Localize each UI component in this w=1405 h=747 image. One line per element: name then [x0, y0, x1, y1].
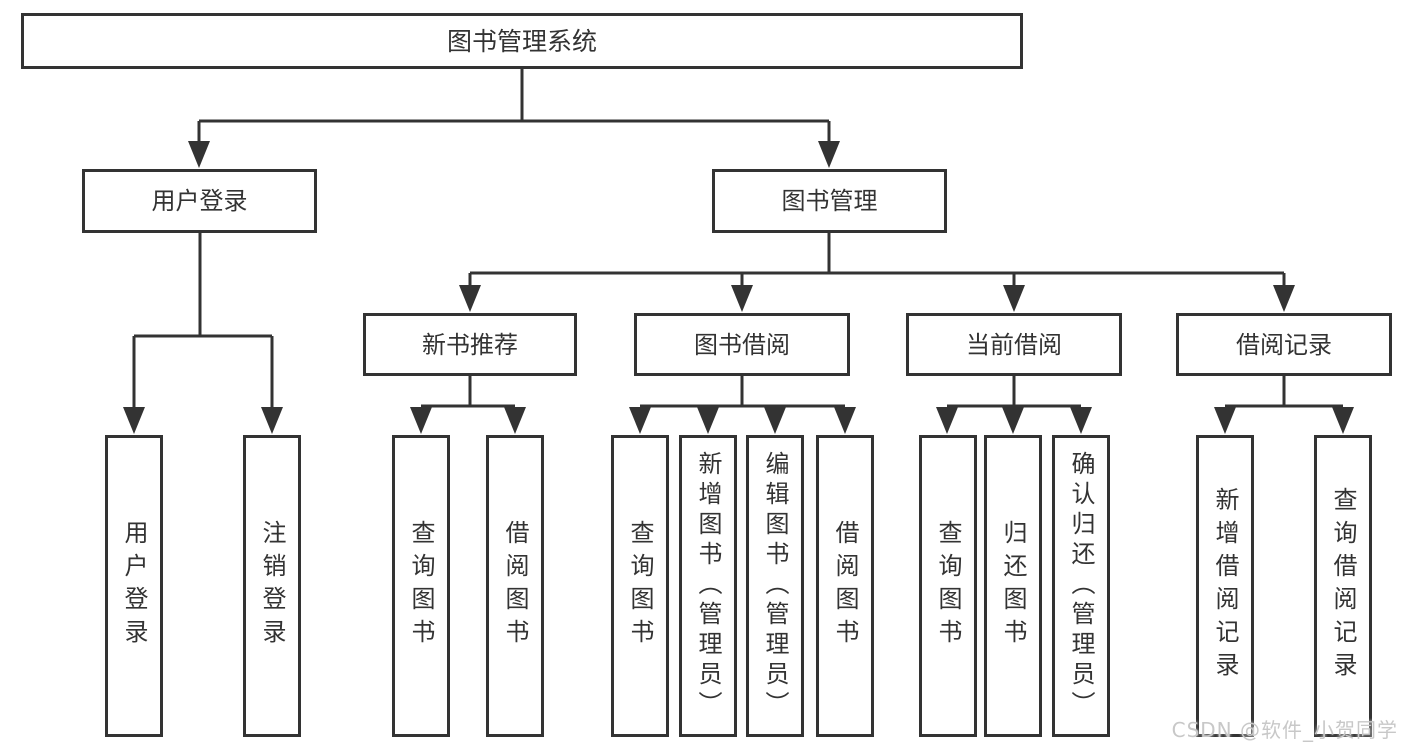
leaf-label: 注销登录	[258, 520, 286, 652]
leaf-query-books-recommend: 查询图书	[392, 435, 450, 737]
node-label: 图书管理系统	[446, 26, 597, 56]
arrow-icon	[188, 141, 210, 168]
leaf-user-login: 用户登录	[105, 435, 163, 737]
node-current-borrowing: 当前借阅	[906, 313, 1122, 376]
arrow-icon	[697, 407, 719, 434]
node-label: 新书推荐	[422, 330, 518, 359]
arrow-icon	[834, 407, 856, 434]
arrow-icon	[459, 285, 481, 312]
leaf-return-books: 归还图书	[984, 435, 1042, 737]
arrow-icon	[936, 407, 958, 434]
node-label: 当前借阅	[966, 330, 1062, 359]
node-new-book-recommendation: 新书推荐	[363, 313, 577, 376]
arrow-icon	[504, 407, 526, 434]
node-library-management-system: 图书管理系统	[21, 13, 1023, 69]
node-borrowing-records: 借阅记录	[1176, 313, 1392, 376]
arrow-icon	[1214, 407, 1236, 434]
node-book-management: 图书管理	[712, 169, 947, 233]
csdn-watermark: CSDN @软件_小贺同学	[1171, 718, 1398, 742]
leaf-borrow-books: 借阅图书	[816, 435, 874, 737]
arrow-icon	[123, 407, 145, 434]
arrow-icon	[818, 141, 840, 168]
leaf-borrow-books-recommend: 借阅图书	[486, 435, 544, 737]
node-label: 用户登录	[151, 187, 248, 215]
connector-newbook-leaves	[421, 376, 515, 408]
arrow-icon	[629, 407, 651, 434]
leaf-label: 新增借阅记录	[1211, 487, 1239, 685]
connector-root-level2	[197, 69, 831, 142]
leaf-label: 查询图书	[934, 520, 962, 652]
leaf-add-borrow-record: 新增借阅记录	[1196, 435, 1254, 737]
arrow-icon	[261, 407, 283, 434]
arrow-icon	[731, 285, 753, 312]
leaf-label: 借阅图书	[831, 520, 859, 652]
leaf-label: 借阅图书	[501, 520, 529, 652]
node-user-login: 用户登录	[82, 169, 317, 233]
node-book-borrowing: 图书借阅	[634, 313, 850, 376]
leaf-label: 查询借阅记录	[1329, 487, 1357, 685]
arrow-icon	[764, 407, 786, 434]
leaf-edit-books-admin: 编辑图书（管理员）	[746, 435, 804, 737]
arrow-icon	[1002, 407, 1024, 434]
arrow-icon	[410, 407, 432, 434]
leaf-query-borrow-record: 查询借阅记录	[1314, 435, 1372, 737]
node-label: 图书借阅	[694, 330, 790, 359]
arrow-icon	[1332, 407, 1354, 434]
connector-userlogin-leaves	[132, 233, 274, 408]
leaf-label: 归还图书	[999, 520, 1027, 652]
leaf-label: 确认归还（管理员）	[1067, 451, 1095, 721]
connector-records-leaves	[1225, 376, 1343, 408]
leaf-label: 编辑图书（管理员）	[761, 451, 789, 721]
arrow-icon	[1273, 285, 1295, 312]
leaf-confirm-return-admin: 确认归还（管理员）	[1052, 435, 1110, 737]
arrow-icon	[1070, 407, 1092, 434]
node-label: 图书管理	[781, 187, 878, 215]
connector-current-leaves	[947, 376, 1081, 408]
leaf-add-books-admin: 新增图书（管理员）	[679, 435, 737, 737]
leaf-label: 新增图书（管理员）	[694, 451, 722, 721]
leaf-query-books-borrowing: 查询图书	[611, 435, 669, 737]
arrow-icon	[1003, 285, 1025, 312]
leaf-label: 查询图书	[407, 520, 435, 652]
leaf-query-books-current: 查询图书	[919, 435, 977, 737]
connector-bookmgmt-level3	[468, 233, 1286, 288]
leaf-label: 查询图书	[626, 520, 654, 652]
arrowheads	[123, 141, 1354, 434]
node-label: 借阅记录	[1236, 330, 1332, 359]
leaf-label: 用户登录	[120, 520, 148, 652]
leaf-logout: 注销登录	[243, 435, 301, 737]
connector-borrowing-leaves	[640, 376, 845, 408]
